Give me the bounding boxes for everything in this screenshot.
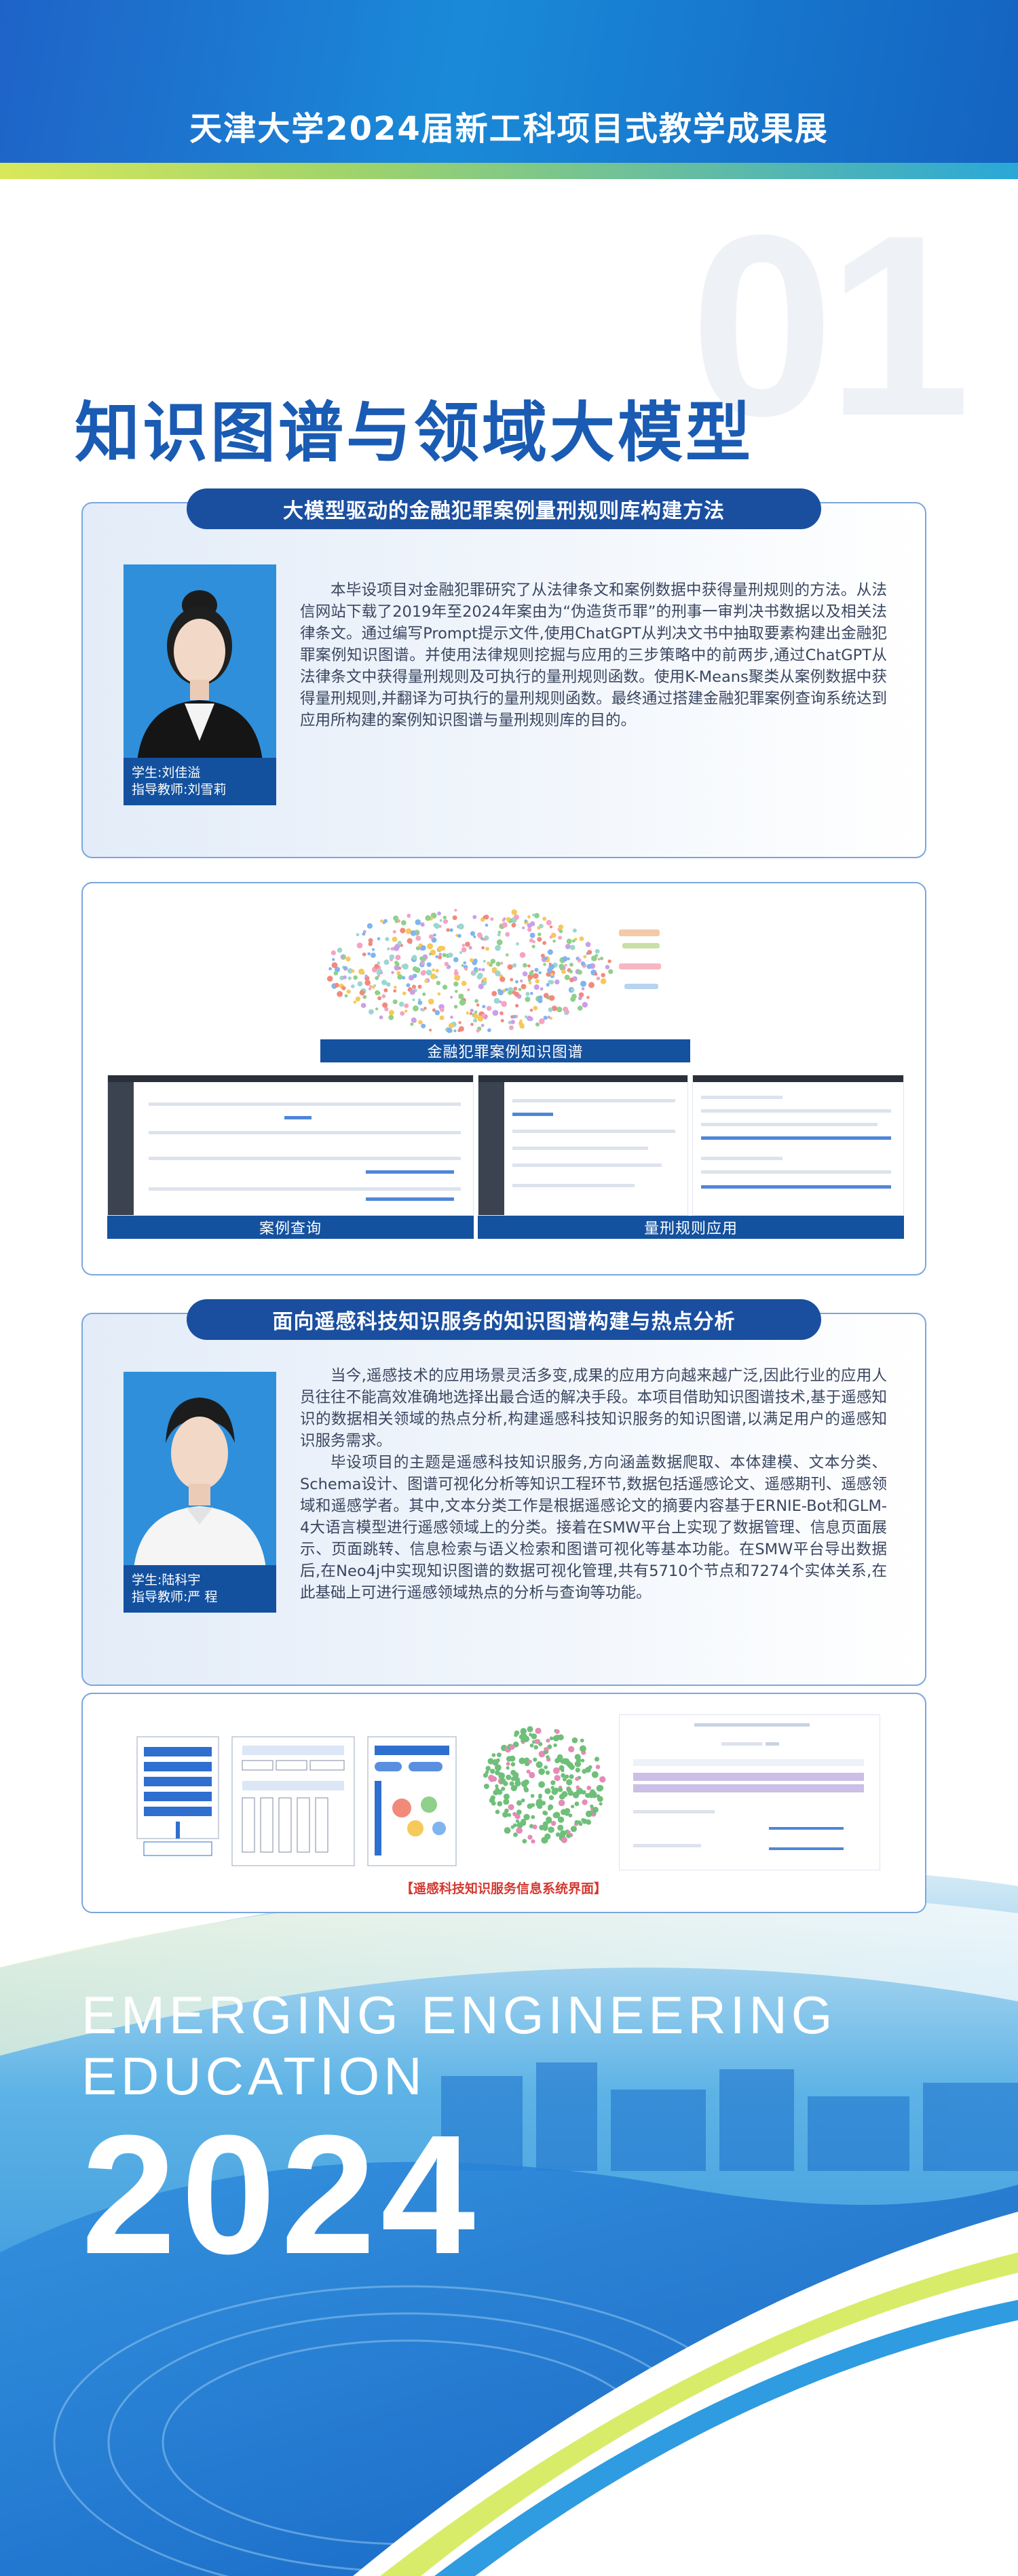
student1-caption: 学生:刘佳溢 指导教师:刘雪莉 xyxy=(124,758,276,805)
section-number: 01 xyxy=(690,181,970,469)
project2-card: 学生:陆科宇 指导教师:严 程 当今,遥感技术的应用场景灵活多变,成果的应用方向… xyxy=(81,1313,926,1686)
project2-paragraph-1: 当今,遥感技术的应用场景灵活多变,成果的应用方向越来越广泛,因此行业的应用人员往… xyxy=(300,1367,887,1450)
footer-line-2: EDUCATION xyxy=(81,2046,426,2106)
section-title: 知识图谱与领域大模型 xyxy=(75,395,753,471)
campus-background xyxy=(0,1832,1018,2576)
student1-portrait xyxy=(124,564,276,761)
student1-photo: 学生:刘佳溢 指导教师:刘雪莉 xyxy=(124,564,276,805)
header-title: 天津大学2024届新工科项目式教学成果展 xyxy=(189,110,829,148)
student2-caption: 学生:陆科宇 指导教师:严 程 xyxy=(124,1565,276,1613)
student2-portrait xyxy=(124,1372,276,1569)
header-band xyxy=(0,0,1018,163)
knowledge-graph-label: 金融犯罪案例知识图谱 xyxy=(320,1039,690,1062)
student2-name: 学生:陆科宇 xyxy=(132,1573,201,1588)
footer-year: 2024 xyxy=(81,2100,481,2289)
project1-description: 本毕设项目对金融犯罪研究了从法律条文和案例数据中获得量刑规则的方法。从法信网站下… xyxy=(300,579,887,731)
case-query-label: 案例查询 xyxy=(107,1216,474,1239)
system-architecture-diagram xyxy=(130,1720,463,1876)
footer-line-1: EMERGING ENGINEERING xyxy=(81,1985,837,2045)
rule-app-screenshot-2 xyxy=(692,1075,904,1216)
knowledge-graph-network xyxy=(326,908,661,1033)
case-query-screenshot xyxy=(107,1075,474,1216)
system-figure-caption: 【遥感科技知识服务信息系统界面】 xyxy=(400,1881,607,1896)
info-system-screenshot xyxy=(619,1714,880,1870)
project2-description: 当今,遥感技术的应用场景灵活多变,成果的应用方向越来越广泛,因此行业的应用人员往… xyxy=(300,1365,887,1604)
header-stripe xyxy=(0,163,1018,179)
project1-card: 学生:刘佳溢 指导教师:刘雪莉 本毕设项目对金融犯罪研究了从法律条文和案例数据中… xyxy=(81,502,926,858)
neo4j-graph-image xyxy=(483,1726,606,1844)
student2-advisor: 指导教师:严 程 xyxy=(132,1590,218,1604)
knowledge-graph-image xyxy=(320,902,690,1038)
project2-paragraph-2: 毕设项目的主题是遥感科技知识服务,方向涵盖数据爬取、本体建模、文本分类、Sche… xyxy=(300,1454,887,1602)
project2-title: 面向遥感科技知识服务的知识图谱构建与热点分析 xyxy=(187,1299,821,1340)
student1-name: 学生:刘佳溢 xyxy=(132,765,201,780)
project1-paragraph: 本毕设项目对金融犯罪研究了从法律条文和案例数据中获得量刑规则的方法。从法信网站下… xyxy=(300,581,887,729)
student2-photo: 学生:陆科宇 指导教师:严 程 xyxy=(124,1372,276,1613)
student1-advisor: 指导教师:刘雪莉 xyxy=(132,782,227,797)
project1-figures-card: 金融犯罪案例知识图谱 案例查询 量刑规则应用 xyxy=(81,882,926,1275)
project1-title: 大模型驱动的金融犯罪案例量刑规则库构建方法 xyxy=(187,488,821,529)
rule-app-screenshot-1 xyxy=(478,1075,688,1216)
project2-figures-card: 【遥感科技知识服务信息系统界面】 xyxy=(81,1693,926,1913)
rule-app-label: 量刑规则应用 xyxy=(478,1216,904,1239)
